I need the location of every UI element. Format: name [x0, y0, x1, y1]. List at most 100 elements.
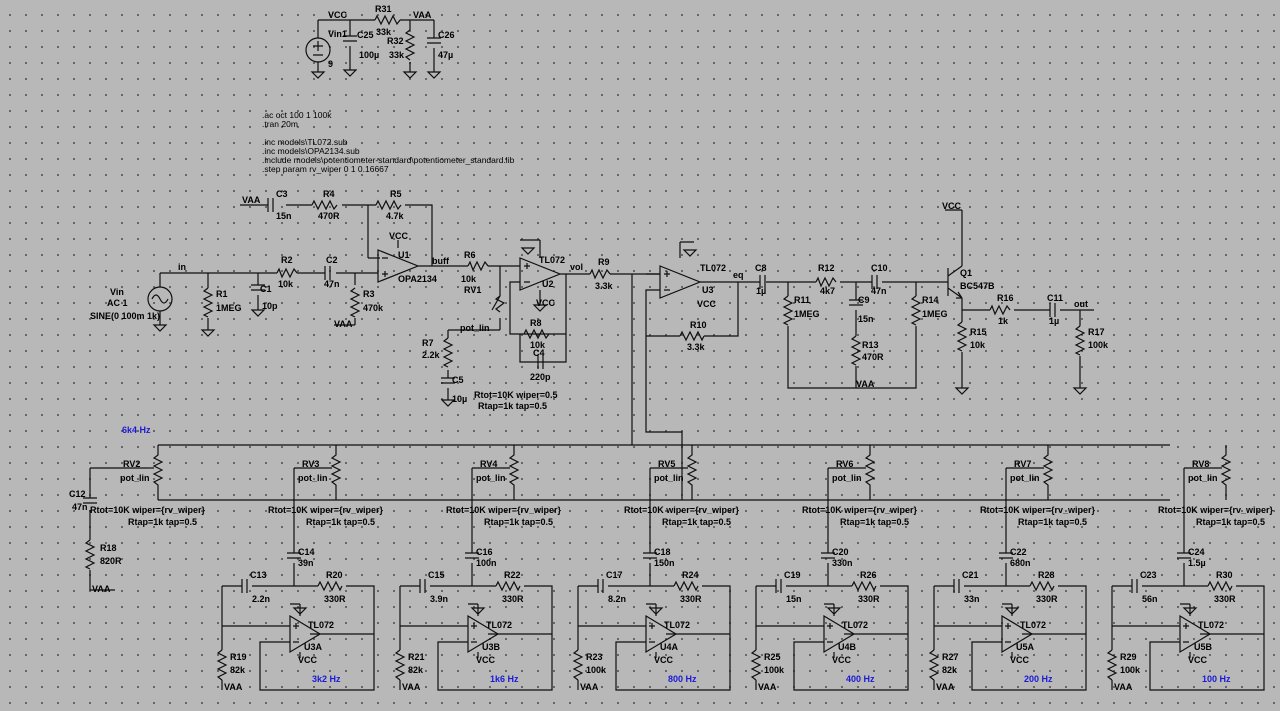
ground-res-label: R21: [408, 652, 425, 662]
c3-value: 15n: [276, 211, 292, 221]
c10-value: 47n: [871, 286, 887, 296]
vaa-label: VAA: [580, 682, 599, 692]
u3-model: TL072: [700, 263, 726, 273]
feedback-cap-label: C15: [428, 570, 445, 580]
ground-res-label: R23: [586, 652, 603, 662]
r17-label: R17: [1088, 327, 1105, 337]
feedback-capacitor-icon: [597, 579, 604, 593]
vaa-label: VAA: [936, 682, 955, 692]
r1-label: R1: [216, 289, 228, 299]
c25-value: 100µ: [359, 50, 379, 60]
pot-param-1: Rtot=10K wiper={rv_wiper}: [1158, 505, 1274, 515]
vin1-source-icon: [305, 37, 331, 63]
opamp-label: U5B: [1194, 642, 1213, 652]
rv2-model: pot_lin: [120, 473, 150, 483]
series-cap-value: 100n: [476, 558, 497, 568]
r12-value: 4k7: [820, 286, 835, 296]
c12-value: 47n: [72, 502, 88, 512]
band-frequency-label: 100 Hz: [1202, 674, 1231, 684]
pot-model: pot_lin: [832, 473, 862, 483]
r18-value: 820R: [100, 556, 122, 566]
band-frequency-label: 200 Hz: [1024, 674, 1053, 684]
r31-label: R31: [375, 4, 392, 14]
r16-value: 1k: [998, 316, 1009, 326]
rv2-label: RV2: [123, 459, 140, 469]
vaa-label-r3: VAA: [334, 319, 353, 329]
r4-value: 470R: [318, 211, 340, 221]
c9-value: 15n: [858, 314, 874, 324]
pot-model: pot_lin: [654, 473, 684, 483]
q1-model: BC547B: [960, 281, 995, 291]
directive-2: .tran 20m: [262, 119, 298, 129]
volume-section: [440, 239, 660, 407]
feedback-cap-label: C21: [962, 570, 979, 580]
pot-array: [148, 445, 164, 500]
opamp-icon: [289, 614, 322, 654]
series-cap-label: C20: [832, 547, 849, 557]
u1-opamp-icon: [377, 249, 420, 283]
directive-7: .step param rv_wiper 0 1 0.16667: [262, 164, 389, 174]
pot-model: pot_lin: [1010, 473, 1040, 483]
rv1-param-2: Rtap=1k tap=0.5: [478, 401, 547, 411]
u3-label: U3: [702, 285, 714, 295]
series-capacitor-icon: [465, 552, 479, 559]
feedback-res-value: 330R: [1036, 594, 1058, 604]
r6-label: R6: [464, 250, 476, 260]
c5-value: 10µ: [452, 394, 467, 404]
r7-value: 2.2k: [422, 350, 441, 360]
eq-net-label: eq: [733, 270, 744, 280]
vaa-label: VAA: [758, 682, 777, 692]
series-cap-label: C14: [298, 547, 315, 557]
opamp-icon: [1001, 614, 1034, 654]
feedback-capacitor-icon: [775, 579, 782, 593]
vaa-label-c3: VAA: [242, 195, 261, 205]
ground-res-label: R19: [230, 652, 247, 662]
series-cap-label: C24: [1188, 547, 1205, 557]
r1-value: 1MEG: [216, 303, 242, 313]
feedback-res-value: 330R: [502, 594, 524, 604]
ground-res-value: 82k: [942, 665, 958, 675]
vol-net-label: vol: [570, 262, 583, 272]
rv2-param-2: Rtap=1k tap=0.5: [128, 517, 197, 527]
vcc-label: VCC: [1010, 655, 1030, 665]
pot-model: pot_lin: [298, 473, 328, 483]
u2-opamp-icon: [519, 257, 562, 291]
r32-value: 33k: [389, 50, 405, 60]
r3-value: 470k: [363, 303, 384, 313]
r14-label: R14: [922, 295, 939, 305]
r11-value: 1MEG: [794, 309, 820, 319]
supply-section: [305, 14, 442, 79]
opamp-icon: [645, 614, 678, 654]
feedback-cap-label: C13: [250, 570, 267, 580]
feedback-cap-label: C23: [1140, 570, 1157, 580]
r13-label: R13: [862, 340, 879, 350]
opamp-model: TL072: [1020, 620, 1046, 630]
r17-value: 100k: [1088, 340, 1109, 350]
q1-transistor-icon: [947, 265, 963, 299]
feedback-cap-value: 8.2n: [608, 594, 626, 604]
vaa-label-out: VAA: [856, 379, 875, 389]
vcc-label: VCC: [832, 655, 852, 665]
feedback-capacitor-icon: [1131, 579, 1138, 593]
vaa-label: VAA: [402, 682, 421, 692]
c25-label: C25: [357, 30, 374, 40]
pot-param-2: Rtap=1k tap=0.5: [662, 517, 731, 527]
vaa-label-r18: VAA: [92, 584, 111, 594]
u2-label: U2: [542, 279, 554, 289]
pot-param-2: Rtap=1k tap=0.5: [484, 517, 553, 527]
r15-label: R15: [970, 327, 987, 337]
c1-label: C1: [260, 284, 272, 294]
vaa-label: VAA: [1114, 682, 1133, 692]
opamp-icon: [823, 614, 856, 654]
vin1-label: Vin1: [328, 29, 347, 39]
r31-resistor-icon: [374, 14, 401, 26]
vcc-label-u3: VCC: [697, 299, 717, 309]
pot-model: pot_lin: [476, 473, 506, 483]
feedback-res-value: 330R: [324, 594, 346, 604]
opamp-label: U3A: [304, 642, 323, 652]
r4-label: R4: [323, 189, 335, 199]
